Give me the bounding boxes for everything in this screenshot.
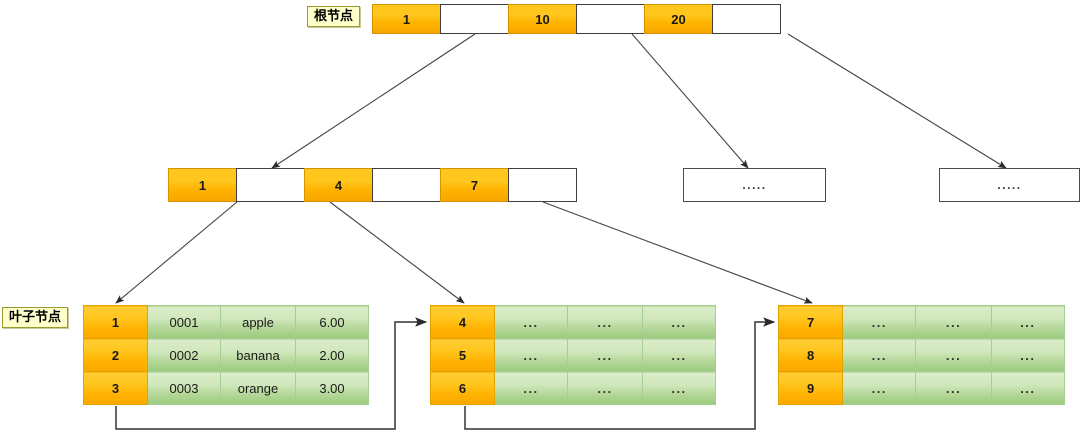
- leaf-value-cell[interactable]: ...: [567, 338, 643, 372]
- leaf-row[interactable]: 9.........: [777, 371, 1066, 405]
- leaf-value-cell[interactable]: ...: [494, 338, 568, 372]
- leaf-value-cell[interactable]: orange: [220, 371, 296, 405]
- node-key-cell[interactable]: 1: [372, 4, 441, 34]
- leaf-value-cell[interactable]: apple: [220, 305, 296, 339]
- node-pointer-cell[interactable]: [712, 4, 781, 34]
- leaf-value-cell[interactable]: ...: [915, 371, 992, 405]
- leaf-row[interactable]: 5.........: [430, 338, 716, 372]
- leaf-value-cell[interactable]: ...: [990, 338, 1066, 372]
- leaf-value-cell[interactable]: ...: [842, 371, 917, 405]
- leaf-key-cell[interactable]: 6: [430, 371, 495, 405]
- leaf-key-cell[interactable]: 3: [83, 371, 148, 405]
- node-key-cell[interactable]: 10: [508, 4, 577, 34]
- leaf-key-cell[interactable]: 9: [777, 371, 844, 405]
- leaf-value-cell[interactable]: ...: [567, 371, 643, 405]
- leaf-key-cell[interactable]: 5: [430, 338, 495, 372]
- edge-root-to-internal-3: [787, 33, 1007, 169]
- internal-node-2[interactable]: .....: [683, 168, 826, 202]
- leaf-key-cell[interactable]: 1: [83, 305, 148, 339]
- root-node-label: 根节点: [307, 6, 361, 28]
- leaf-value-cell[interactable]: ...: [915, 305, 992, 339]
- node-key-cell[interactable]: 1: [168, 168, 237, 202]
- leaf-key-cell[interactable]: 8: [777, 338, 844, 372]
- node-pointer-cell[interactable]: [508, 168, 577, 202]
- node-pointer-cell[interactable]: [372, 168, 441, 202]
- leaf-node-3[interactable]: 7.........8.........9.........: [777, 305, 1066, 405]
- leaf-value-cell[interactable]: ...: [842, 338, 917, 372]
- node-pointer-cell[interactable]: [576, 4, 645, 34]
- node-pointer-cell[interactable]: [440, 4, 509, 34]
- leaf-node-label: 叶子节点: [2, 307, 69, 329]
- edge-internal-to-leaf-3: [542, 201, 813, 304]
- leaf-value-cell[interactable]: 0002: [147, 338, 221, 372]
- leaf-key-cell[interactable]: 7: [777, 305, 844, 339]
- edge-internal-to-leaf-1: [115, 201, 238, 304]
- node-key-cell[interactable]: 4: [304, 168, 373, 202]
- leaf-value-cell[interactable]: banana: [220, 338, 296, 372]
- leaf-row[interactable]: 7.........: [777, 305, 1066, 339]
- leaf-value-cell[interactable]: ...: [494, 305, 568, 339]
- leaf-value-cell[interactable]: ...: [990, 305, 1066, 339]
- leaf-value-cell[interactable]: ...: [990, 371, 1066, 405]
- leaf-row[interactable]: 4.........: [430, 305, 716, 339]
- leaf-value-cell[interactable]: ...: [915, 338, 992, 372]
- leaf-value-cell[interactable]: ...: [642, 305, 716, 339]
- node-key-cell[interactable]: 7: [440, 168, 509, 202]
- leaf-value-cell[interactable]: ...: [842, 305, 917, 339]
- internal-node-3[interactable]: .....: [939, 168, 1080, 202]
- node-ellipsis-cell[interactable]: .....: [683, 168, 826, 202]
- node-pointer-cell[interactable]: [236, 168, 305, 202]
- edge-root-to-internal-1: [271, 33, 476, 169]
- edge-internal-to-leaf-2: [329, 201, 465, 304]
- edge-root-to-internal-2: [631, 33, 749, 169]
- leaf-node-2[interactable]: 4.........5.........6.........: [430, 305, 716, 405]
- leaf-value-cell[interactable]: 6.00: [295, 305, 369, 339]
- leaf-value-cell[interactable]: 0003: [147, 371, 221, 405]
- leaf-value-cell[interactable]: ...: [494, 371, 568, 405]
- leaf-row[interactable]: 6.........: [430, 371, 716, 405]
- leaf-value-cell[interactable]: ...: [642, 338, 716, 372]
- root-node[interactable]: 1 10 20: [372, 4, 781, 34]
- leaf-value-cell[interactable]: 2.00: [295, 338, 369, 372]
- leaf-value-cell[interactable]: ...: [567, 305, 643, 339]
- node-ellipsis-cell[interactable]: .....: [939, 168, 1080, 202]
- leaf-row[interactable]: 8.........: [777, 338, 1066, 372]
- leaf-value-cell[interactable]: ...: [642, 371, 716, 405]
- leaf-value-cell[interactable]: 0001: [147, 305, 221, 339]
- internal-node-1[interactable]: 1 4 7: [168, 168, 577, 202]
- leaf-key-cell[interactable]: 4: [430, 305, 495, 339]
- leaf-value-cell[interactable]: 3.00: [295, 371, 369, 405]
- node-key-cell[interactable]: 20: [644, 4, 713, 34]
- leaf-key-cell[interactable]: 2: [83, 338, 148, 372]
